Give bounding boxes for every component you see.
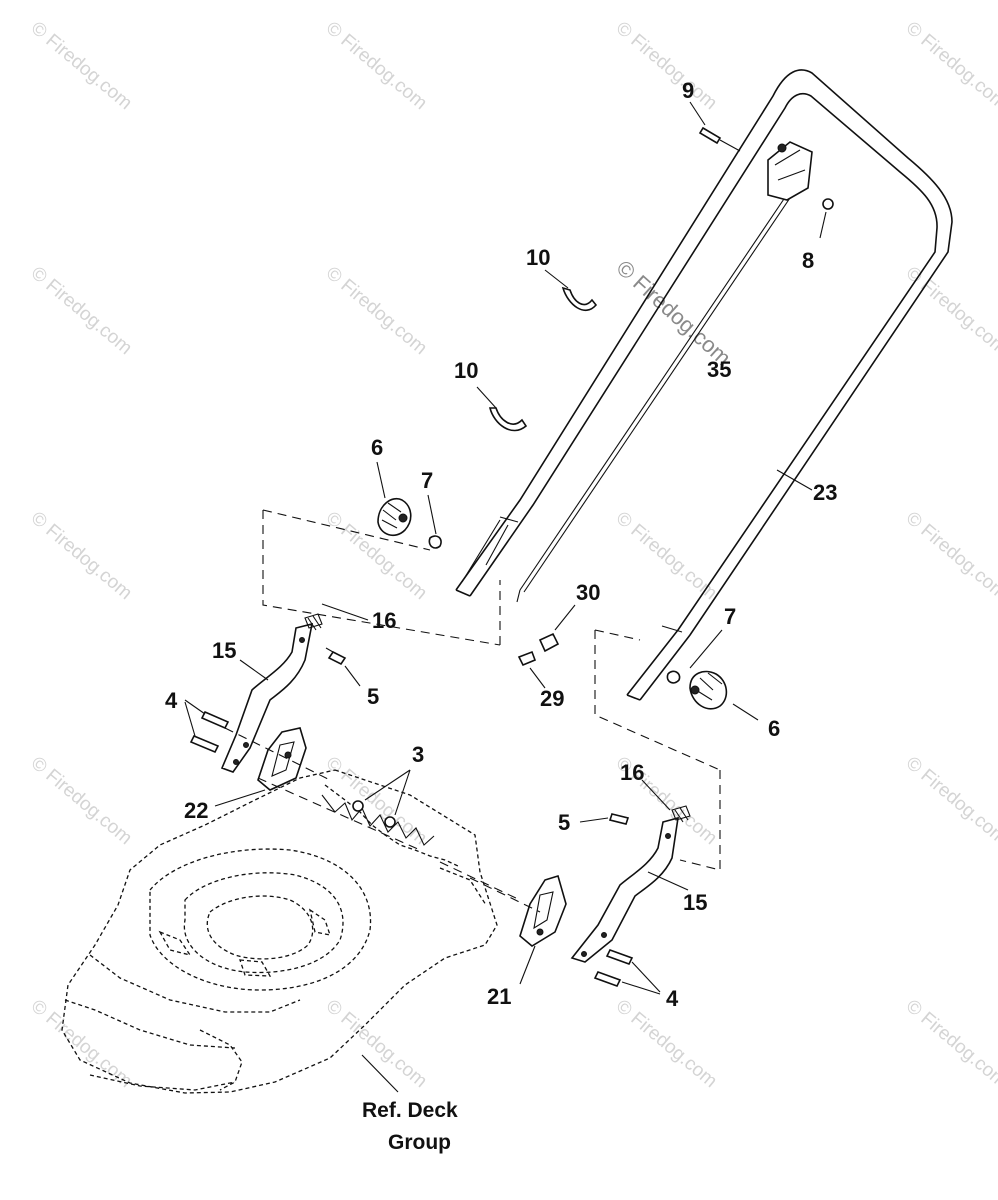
assembly-outline-left — [262, 509, 501, 646]
label-8: 8 — [802, 248, 814, 273]
label-21: 21 — [487, 984, 511, 1009]
cable-fitting-30 — [538, 632, 560, 653]
label-10-upper: 10 — [526, 245, 550, 270]
watermark: © Firedog.com — [322, 18, 431, 114]
watermark: © Firedog.com — [27, 996, 136, 1092]
screw-5-left — [325, 647, 347, 666]
watermark: © Firedog.com — [902, 753, 998, 849]
bracket-22 — [257, 727, 307, 791]
watermark: © Firedog.com — [27, 263, 136, 359]
mower-deck — [61, 769, 498, 1094]
bolts-4-right — [593, 949, 634, 987]
watermark: © Firedog.com — [322, 508, 431, 604]
watermark: © Firedog.com — [27, 18, 136, 114]
label-4-left: 4 — [165, 688, 178, 713]
reference-line-1: Ref. Deck — [362, 1099, 458, 1122]
label-7-left: 7 — [421, 468, 433, 493]
bolt-9 — [698, 126, 741, 152]
part-number-labels: 9 8 10 10 35 23 6 7 16 15 5 4 30 29 7 6 … — [165, 78, 837, 1011]
screw-29 — [517, 650, 537, 667]
lower-handle-right — [570, 805, 691, 963]
label-16-right: 16 — [620, 760, 644, 785]
label-7-right: 7 — [724, 604, 736, 629]
label-35: 35 — [707, 357, 731, 382]
screw-5-right — [608, 813, 630, 825]
watermark: © Firedog.com — [322, 753, 431, 849]
nut-8 — [822, 198, 834, 210]
nuts-3 — [352, 800, 396, 828]
cable-clip-lower — [488, 407, 528, 432]
control-bail-box — [767, 141, 813, 201]
label-9: 9 — [682, 78, 694, 103]
watermark: © Firedog.com — [27, 753, 136, 849]
cable-clip-upper — [561, 286, 598, 312]
bracket-21 — [519, 874, 567, 947]
label-3: 3 — [412, 742, 424, 767]
label-6-left: 6 — [371, 435, 383, 460]
label-16-left: 16 — [372, 608, 396, 633]
label-5-right: 5 — [558, 810, 570, 835]
leader-lines — [184, 101, 827, 1093]
label-4-right: 4 — [666, 986, 679, 1011]
watermark: © Firedog.com — [902, 508, 998, 604]
label-30: 30 — [576, 580, 600, 605]
handle-knob-left — [377, 498, 442, 549]
alignment-lines — [224, 727, 541, 913]
watermark: © Firedog.com — [322, 263, 431, 359]
watermark: © Firedog.com — [902, 18, 998, 114]
bolts-4-left — [189, 710, 230, 754]
label-22: 22 — [184, 798, 208, 823]
label-10-lower: 10 — [454, 358, 478, 383]
watermark: © Firedog.com — [27, 508, 136, 604]
label-15-left: 15 — [212, 638, 236, 663]
label-15-right: 15 — [683, 890, 707, 915]
reference-deck-label: Ref. Deck Group — [362, 1099, 458, 1154]
label-23: 23 — [813, 480, 837, 505]
label-5-left: 5 — [367, 684, 379, 709]
handle-knob-right — [666, 670, 728, 710]
watermark: © Firedog.com — [902, 263, 998, 359]
control-cable — [516, 189, 795, 603]
upper-handle — [455, 69, 953, 701]
lower-handle-left — [220, 613, 323, 773]
watermark-grid: © Firedog.com © Firedog.com © Firedog.co… — [27, 18, 998, 1092]
watermark: © Firedog.com — [612, 18, 721, 114]
assembly-outline-right — [594, 629, 721, 871]
watermark: © Firedog.com — [902, 996, 998, 1092]
label-29: 29 — [540, 686, 564, 711]
label-6-right: 6 — [768, 716, 780, 741]
reference-line-2: Group — [388, 1131, 451, 1154]
watermark: © Firedog.com — [322, 996, 431, 1092]
